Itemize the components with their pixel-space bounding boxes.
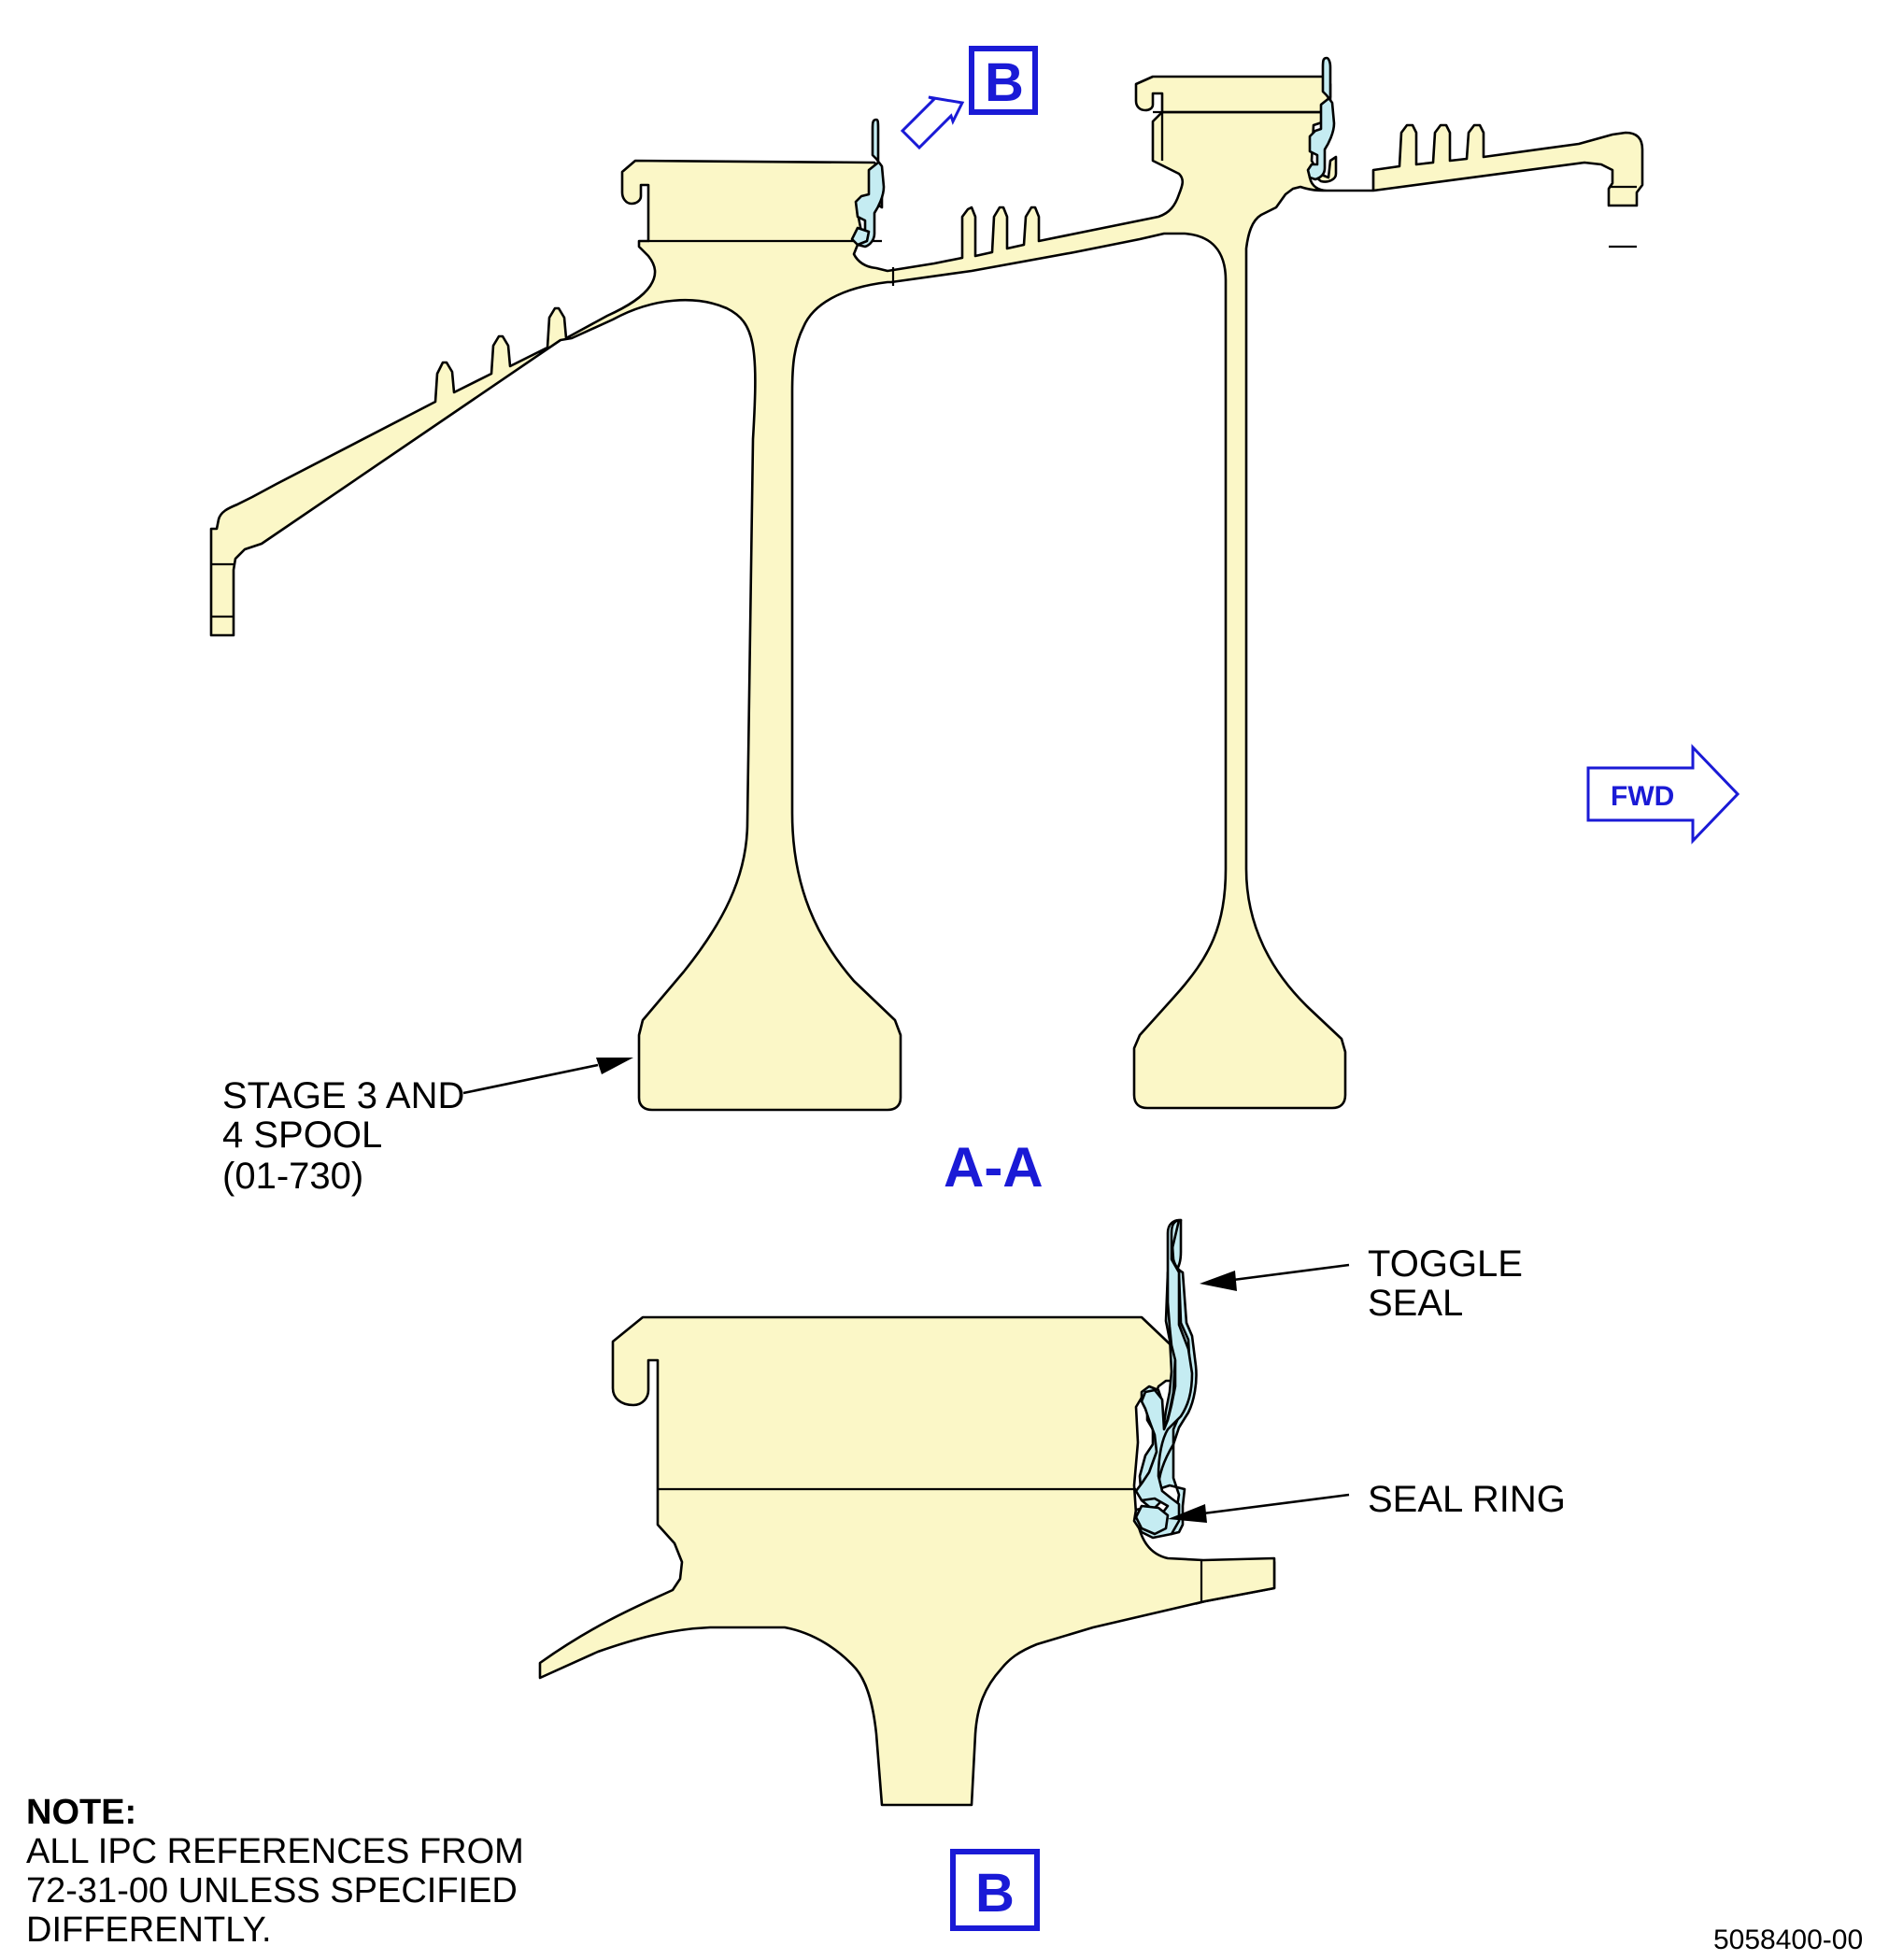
seal-ring-leader-arrowhead [1168,1504,1207,1523]
note-line2: 72-31-00 UNLESS SPECIFIED [26,1871,518,1910]
spool-label-line1: STAGE 3 AND [222,1075,464,1116]
view-b-letter-bottom: B [975,1863,1015,1924]
toggle-seal-body[interactable] [1132,1218,1194,1540]
view-b-box-top[interactable] [969,46,1038,115]
toggle-seal-small-stage3 [852,118,886,249]
seal-ring[interactable] [1134,1504,1170,1536]
toggle-seal-small-stage4 [1306,56,1336,181]
note-title: NOTE: [26,1793,136,1832]
fwd-label: FWD [1611,781,1674,812]
view-b-letter-top: B [985,52,1024,113]
view-b-box-bottom[interactable] [950,1849,1040,1931]
seal-ring-leader [1202,1493,1350,1515]
detail-b [523,1218,1276,1831]
spool-leader-arrowhead [596,1058,633,1074]
section-title-a-a: A-A [944,1136,1044,1199]
toggle-seal-leader [1232,1263,1350,1282]
seal-ring-label: SEAL RING [1368,1479,1566,1520]
note-line3: DIFFERENTLY. [26,1910,272,1950]
stage-3-disk-part [209,110,1644,1112]
figure-number: 5058400-00 [1713,1924,1863,1955]
spool-leader [462,1063,599,1095]
view-b-callout-arrow [900,95,965,150]
spool-label-line3: (01-730) [222,1156,363,1197]
section-a-a-final [209,75,1644,1112]
toggle-seal-label-line2: SEAL [1368,1283,1463,1324]
stage-4-rim [1134,75,1332,114]
seal-ring-small-stage3 [850,226,871,247]
detail-b-disk [538,1315,1276,1807]
toggle-seal-label-line1: TOGGLE [1368,1243,1523,1285]
note-line1: ALL IPC REFERENCES FROM [26,1832,524,1871]
fwd-arrow[interactable] [1586,744,1740,845]
spool-label-line2: 4 SPOOL [222,1115,382,1156]
toggle-seal-leader-arrowhead [1200,1271,1237,1291]
